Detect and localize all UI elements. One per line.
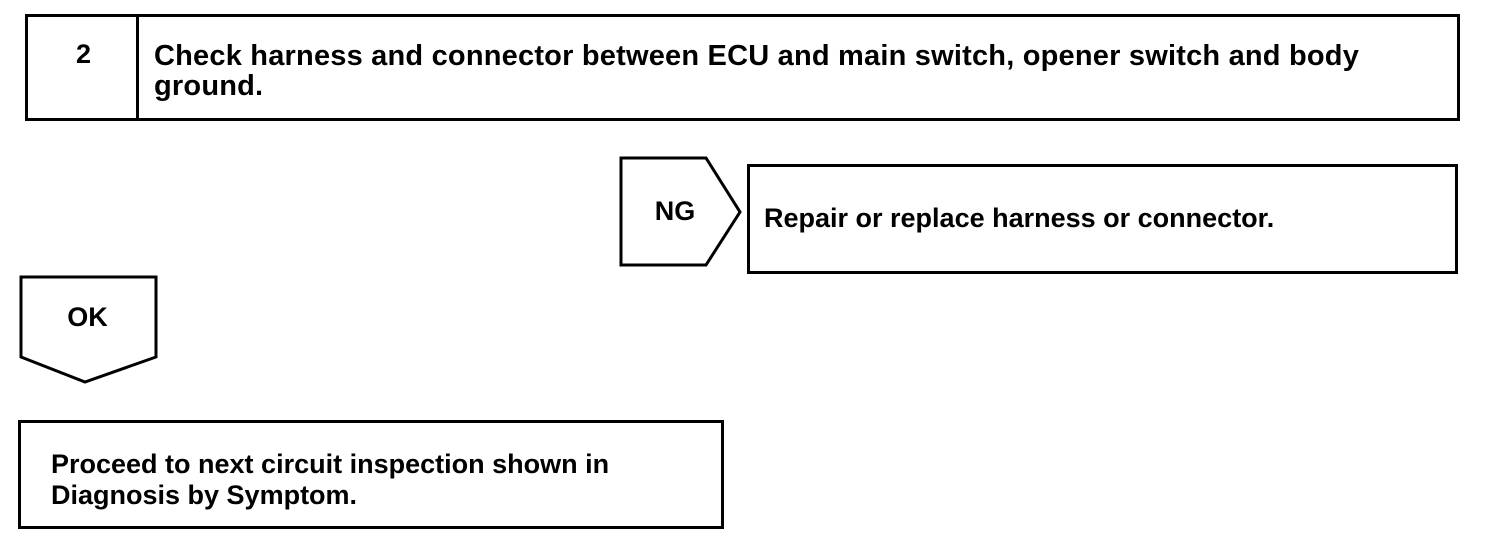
step-number: 2 xyxy=(75,39,92,69)
ng-result-box: Repair or replace harness or connector. xyxy=(747,164,1458,274)
step-number-cell: 2 xyxy=(28,17,139,118)
ok-result-box: Proceed to next circuit inspection shown… xyxy=(18,420,724,529)
ok-label: OK xyxy=(67,302,108,332)
ok-result-text: Proceed to next circuit inspection shown… xyxy=(51,449,610,510)
step-box: 2 Check harness and connector between EC… xyxy=(25,14,1460,121)
ng-result-text: Repair or replace harness or connector. xyxy=(764,203,1275,233)
ng-label: NG xyxy=(654,196,696,226)
step-title: Check harness and connector between ECU … xyxy=(154,40,1360,102)
